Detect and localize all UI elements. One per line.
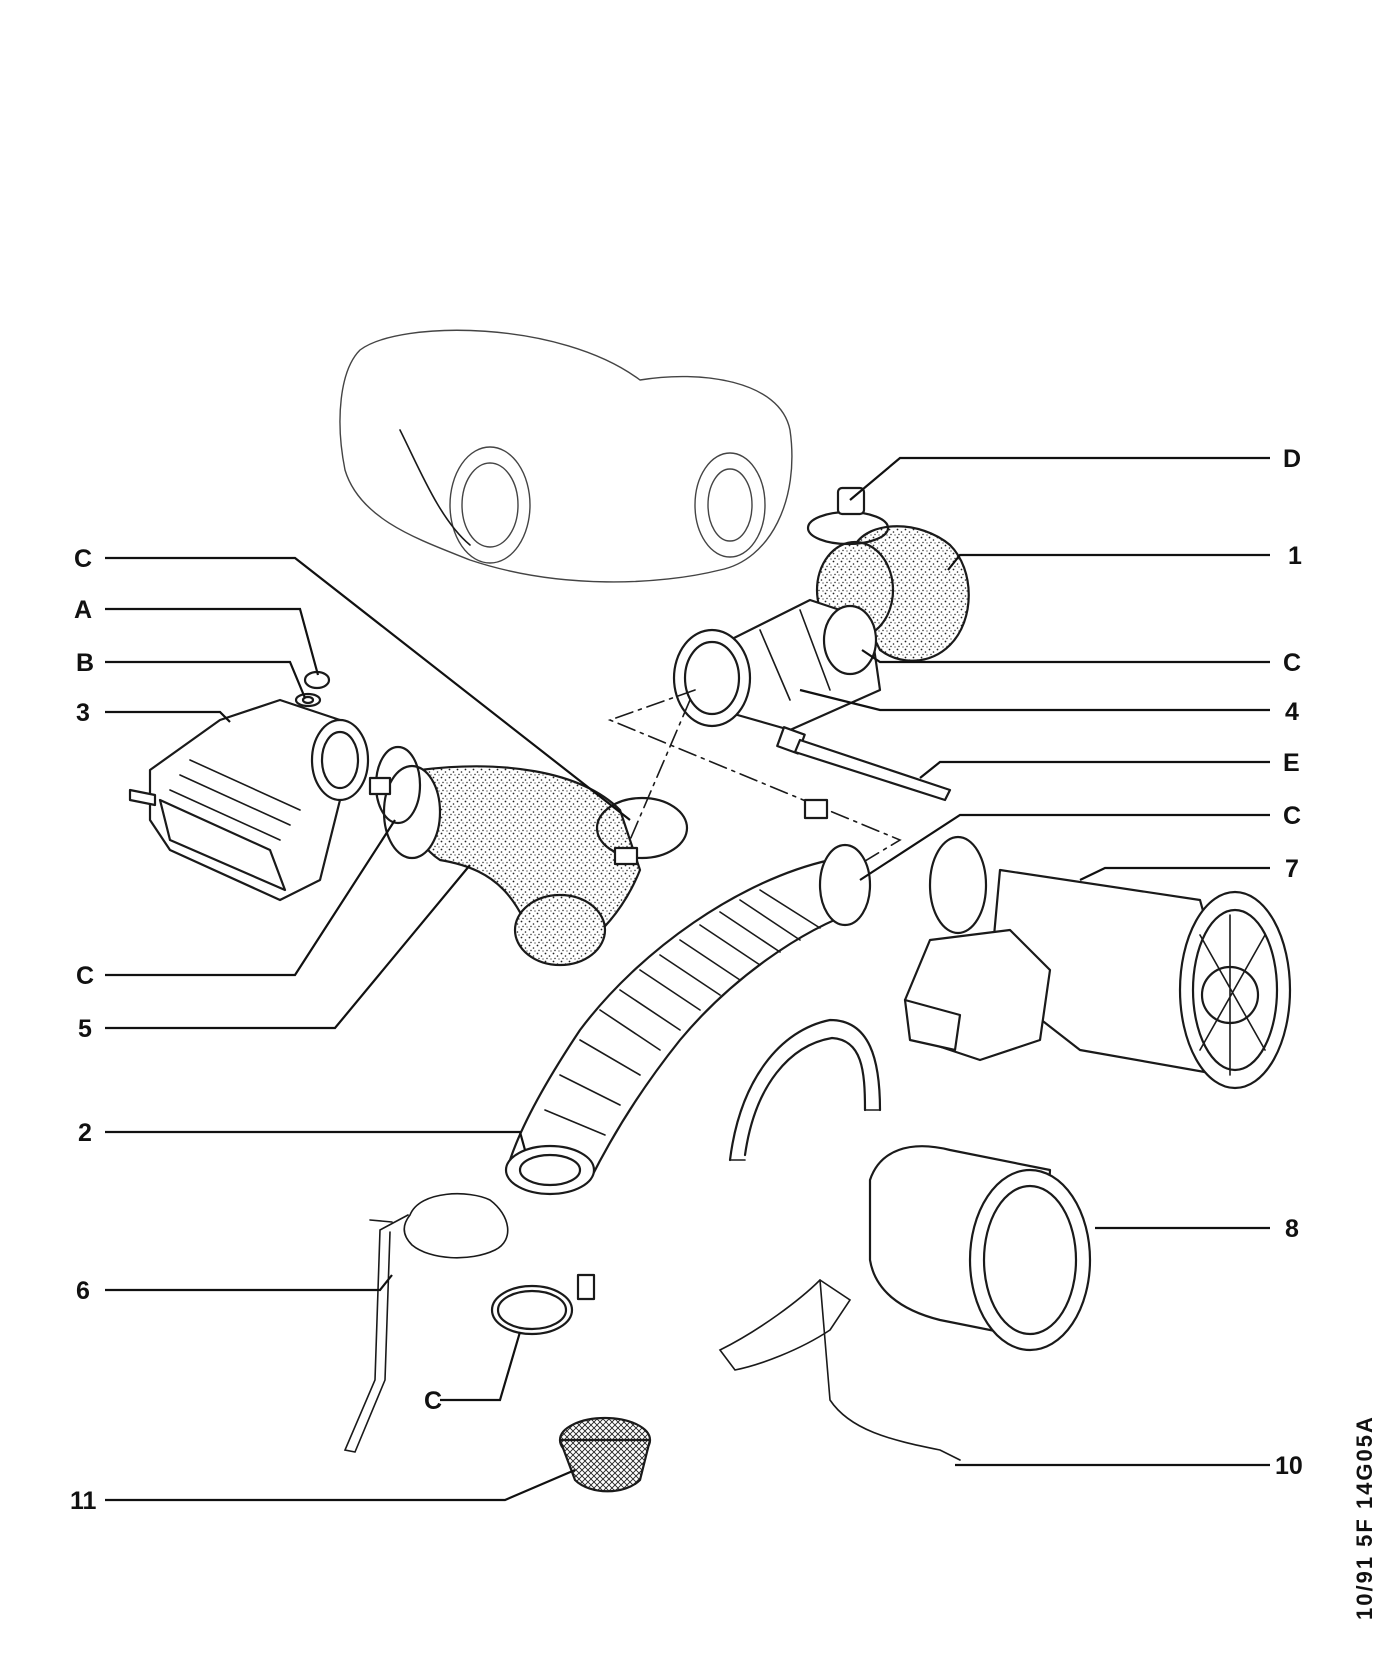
part-e-cable-tie (776, 726, 952, 802)
label-3: 3 (76, 699, 90, 727)
clamp-c-center (595, 796, 689, 866)
part-11-mesh-strainer (558, 1416, 652, 1493)
part-5-hose (382, 764, 642, 967)
label-4: 4 (1285, 698, 1299, 726)
part-6-gasket-lever (343, 1192, 509, 1453)
label-a: A (74, 596, 92, 624)
label-c-top-right: C (1283, 649, 1301, 677)
label-1: 1 (1288, 542, 1302, 570)
part-10-spring-bracket (718, 1278, 961, 1461)
part-4-air-flow-meter (672, 598, 882, 732)
label-c-mid-right: C (1283, 802, 1301, 830)
label-5: 5 (78, 1015, 92, 1043)
label-c-mid-left: C (76, 962, 94, 990)
callout-labels: D 1 C 4 E C 7 8 10 C A B 3 C 5 2 6 C 11 (70, 445, 1303, 1515)
reference-code: 10/91 5F 14G05A (1352, 1415, 1377, 1620)
clamp-c-bottom (490, 1273, 596, 1336)
label-7: 7 (1285, 855, 1299, 883)
part-2-corrugated-hose (504, 798, 872, 1196)
label-d: D (1283, 445, 1301, 473)
label-6: 6 (76, 1277, 90, 1305)
engine-airbox-outline (339, 329, 793, 583)
alignment-lines (607, 689, 902, 871)
part-3-resonator-housing (128, 698, 370, 902)
part-8-adaptor-sleeve (868, 1145, 1092, 1352)
label-b: B (76, 649, 94, 677)
label-11: 11 (70, 1487, 97, 1515)
part-7-air-filter-housing (903, 835, 1292, 1090)
label-10: 10 (1275, 1452, 1303, 1480)
leader-lines (105, 456, 1270, 1502)
label-8: 8 (1285, 1215, 1299, 1243)
clamp-c-left (368, 745, 422, 825)
part-b-washer (294, 692, 322, 708)
label-c-top-left: C (74, 545, 92, 573)
label-2: 2 (78, 1119, 92, 1147)
mounting-strap (728, 1018, 882, 1162)
label-c-bottom: C (424, 1387, 442, 1415)
label-e: E (1283, 749, 1300, 777)
